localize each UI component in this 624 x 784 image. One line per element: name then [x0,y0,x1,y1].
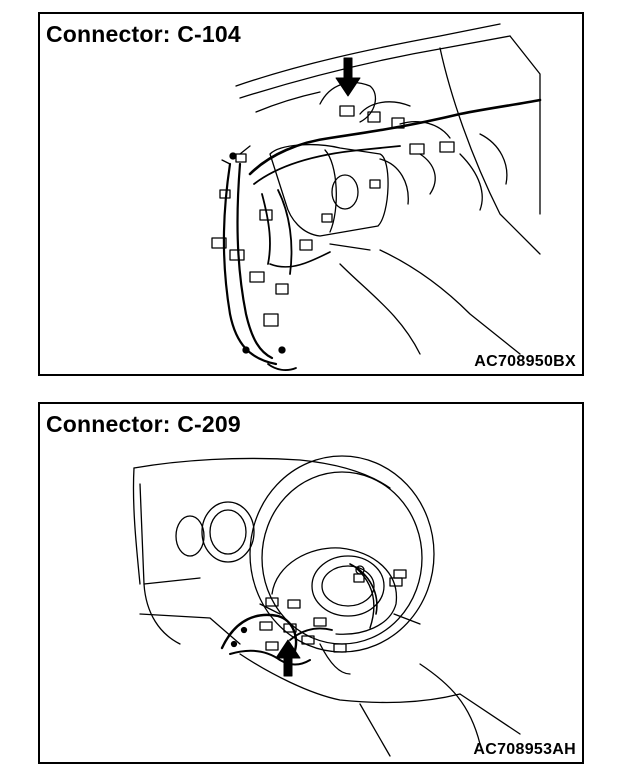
figure-code: AC708953AH [473,741,576,758]
arrow-down-icon [335,57,361,97]
figure-title: Connector: C-209 [46,411,241,437]
figure-connector-c209: Connector: C-209 [38,402,584,764]
figure-connector-c104: Connector: C-104 [38,12,584,376]
arrow-up-icon [275,639,301,677]
figure-code: AC708950BX [474,353,576,370]
figure-title: Connector: C-104 [46,21,241,47]
dashboard-harness-illustration [211,23,542,371]
steering-wheel-illustration [132,455,521,757]
